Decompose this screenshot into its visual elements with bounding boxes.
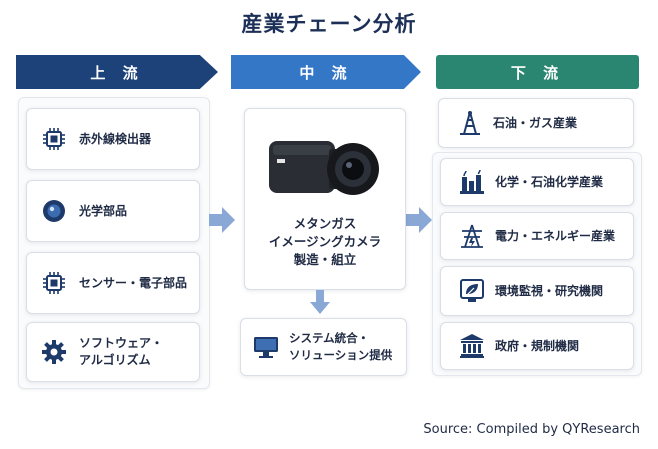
upstream-item-label: 光学部品	[79, 203, 128, 218]
arrow-right-icon	[406, 207, 432, 233]
upstream-item-software: ソフトウェア・ アルゴリズム	[26, 322, 200, 382]
downstream-item-environment: 環境監視・研究機関	[440, 266, 634, 316]
thermal-camera-icon	[269, 141, 379, 195]
oil-rig-icon	[457, 110, 483, 136]
chip-icon	[41, 126, 67, 152]
chemical-plant-icon	[459, 169, 485, 195]
gear-icon	[41, 339, 67, 365]
upstream-item-detector: 赤外線検出器	[26, 108, 200, 170]
midstream-main-card: メタンガス イメージングカメラ 製造・組立	[244, 108, 406, 290]
downstream-item-label: 環境監視・研究機関	[495, 283, 604, 298]
upstream-item-label: センサー・電子部品	[79, 275, 188, 290]
midstream-sub-label: システム統合・ ソリューション提供	[289, 331, 393, 362]
arrow-right-icon	[209, 207, 235, 233]
source-note: Source: Compiled by QYResearch	[423, 422, 640, 437]
downstream-item-label: 電力・エネルギー産業	[495, 228, 616, 243]
downstream-item-label: 政府・規制機関	[495, 338, 580, 353]
header-upstream: 上 流	[16, 55, 218, 89]
header-downstream: 下 流	[436, 55, 639, 89]
upstream-item-label: ソフトウェア・ アルゴリズム	[79, 336, 164, 367]
downstream-item-oil-gas: 石油・ガス産業	[438, 98, 634, 148]
lens-icon	[41, 198, 67, 224]
leaf-monitor-icon	[459, 278, 485, 304]
upstream-item-label: 赤外線検出器	[79, 131, 152, 146]
upstream-item-optics: 光学部品	[26, 180, 200, 242]
arrow-down-icon	[310, 290, 330, 314]
downstream-item-label: 石油・ガス産業	[493, 115, 578, 130]
midstream-main-label: メタンガス イメージングカメラ 製造・組立	[268, 216, 382, 267]
downstream-item-label: 化学・石油化学産業	[495, 174, 604, 189]
header-midstream: 中 流	[231, 55, 421, 89]
page-title: 産業チェーン分析	[241, 12, 417, 36]
downstream-item-power: 電力・エネルギー産業	[440, 212, 634, 260]
upstream-item-sensors: センサー・電子部品	[26, 252, 200, 314]
power-plant-icon	[459, 223, 485, 249]
downstream-item-chemical: 化学・石油化学産業	[440, 158, 634, 206]
midstream-sub-card: システム統合・ ソリューション提供	[240, 318, 407, 376]
government-building-icon	[459, 333, 485, 359]
chip-icon	[41, 270, 67, 296]
monitor-icon	[253, 334, 279, 360]
downstream-item-government: 政府・規制機関	[440, 322, 634, 370]
